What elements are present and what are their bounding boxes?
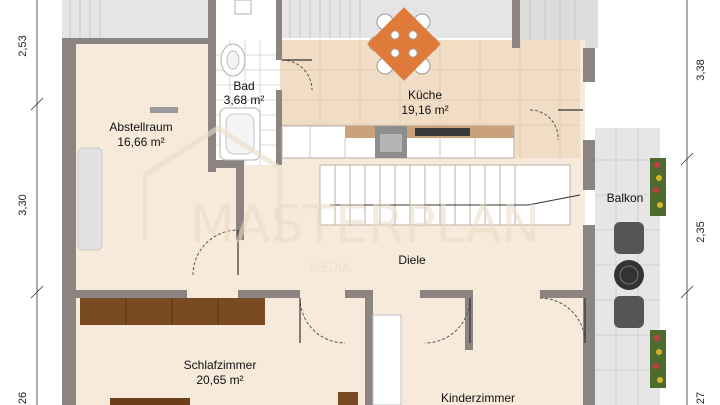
room-labels: Bad 3,68 m² Küche 19,16 m² Abstellraum 1… [109,79,643,405]
room-area-bad: 3,68 m² [224,93,265,107]
door-leaves [237,59,586,343]
dim-right-3: 27 [695,392,707,404]
room-area-schlafzimmer: 20,65 m² [196,373,243,387]
room-name-balkon: Balkon [607,191,644,205]
balcony [595,128,666,405]
watermark-sub: MEDIA [309,261,351,276]
room-name-abstellraum: Abstellraum [109,120,172,134]
storage-furniture [77,107,178,251]
room-name-diele: Diele [398,253,426,267]
room-name-kinderzimmer: Kinderzimmer [441,391,515,405]
dim-left-1: 2,53 [17,35,29,56]
walls [62,0,595,405]
kitchen-counter [281,125,515,159]
staircase [319,164,581,226]
room-name-kueche: Küche [408,88,442,102]
room-area-kueche: 19,16 m² [401,103,448,117]
dim-left-2: 3,30 [17,194,29,215]
dim-left-3: 26 [17,392,29,404]
top-exterior [62,0,598,48]
dining-table [367,7,441,81]
dim-right-1: 3,38 [695,59,707,80]
dimension-lines [30,0,694,405]
room-name-schlafzimmer: Schlafzimmer [184,358,257,372]
hall-cabinet [372,314,402,405]
wardrobe [80,298,358,405]
watermark: MASTERPLAN MEDIA [142,125,540,276]
door-arcs [192,59,586,344]
dimension-labels: 2,53 3,30 26 3,38 2,35 27 [17,35,707,404]
dim-right-2: 2,35 [695,221,707,242]
watermark-brand: MASTERPLAN [190,195,540,255]
room-area-abstellraum: 16,66 m² [117,135,164,149]
room-name-bad: Bad [233,79,254,93]
